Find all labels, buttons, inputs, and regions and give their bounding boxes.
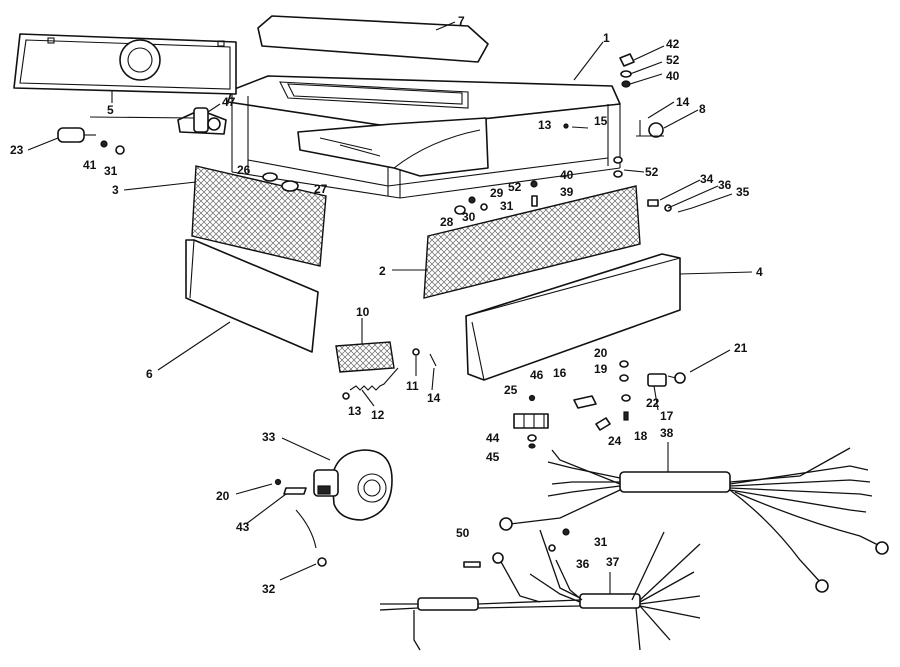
callout-52-right: 52	[645, 165, 659, 179]
callout-36-low: 36	[576, 557, 590, 571]
callout-10: 10	[356, 305, 370, 319]
callout-42: 42	[666, 37, 680, 51]
leader-lines	[27, 21, 753, 594]
bracket-part-47	[89, 107, 227, 135]
right-column-hardware	[563, 53, 693, 213]
callout-11: 11	[406, 379, 419, 393]
wiring-harness-part-37	[379, 528, 701, 651]
callout-16: 16	[553, 366, 567, 380]
callout-52-top: 52	[666, 53, 680, 67]
grille-part-10	[335, 341, 437, 400]
callout-5: 5	[107, 103, 114, 117]
callout-45: 45	[486, 450, 500, 464]
right-cover-part-4	[465, 253, 681, 381]
callout-13-top: 13	[538, 118, 552, 132]
front-panel-part-5	[13, 33, 237, 95]
callout-12: 12	[371, 408, 385, 422]
callout-15: 15	[594, 114, 608, 128]
callout-24: 24	[608, 434, 622, 448]
callout-14-mid: 14	[427, 391, 441, 405]
callout-14-top: 14	[676, 95, 690, 109]
callout-50: 50	[456, 526, 470, 540]
callout-40-mid: 40	[560, 168, 574, 182]
callout-3: 3	[112, 183, 119, 197]
callout-8: 8	[699, 102, 706, 116]
grommets-and-screws	[262, 172, 538, 215]
callout-27: 27	[314, 182, 328, 196]
callout-31-mid: 31	[500, 199, 514, 213]
callout-41: 41	[83, 158, 97, 172]
callout-35: 35	[736, 185, 750, 199]
blower-motor-part-33	[274, 449, 393, 567]
callout-46: 46	[530, 368, 544, 382]
callout-13-mid: 13	[348, 404, 362, 418]
callout-52-mid: 52	[508, 180, 522, 194]
callout-4: 4	[756, 265, 763, 279]
callout-26: 26	[237, 163, 251, 177]
callout-31-left: 31	[104, 164, 118, 178]
callout-20-right: 20	[594, 346, 608, 360]
callout-2: 2	[379, 264, 386, 278]
callout-17: 17	[660, 409, 674, 423]
callout-43: 43	[236, 520, 250, 534]
callout-21: 21	[734, 341, 748, 355]
lid-part-7	[257, 15, 489, 63]
callout-7: 7	[458, 14, 465, 28]
callout-20-left: 20	[216, 489, 230, 503]
callout-25: 25	[504, 383, 518, 397]
callout-36-top: 36	[718, 178, 732, 192]
callout-1: 1	[603, 31, 610, 45]
callout-18: 18	[634, 429, 648, 443]
switch-and-terminal-parts	[513, 360, 686, 449]
housing-frame-part-1	[227, 75, 621, 199]
right-screen-part-2	[423, 185, 641, 299]
callout-44: 44	[486, 431, 500, 445]
callout-6: 6	[146, 367, 153, 381]
callout-32: 32	[262, 582, 276, 596]
callout-28: 28	[440, 215, 454, 229]
callout-19: 19	[594, 362, 608, 376]
callout-22: 22	[646, 396, 660, 410]
callout-labels: 1 7 5 47 23 41 31 3 26 27 2 4 6 28 29 30…	[10, 14, 763, 596]
callout-39: 39	[560, 185, 574, 199]
callout-47: 47	[222, 95, 236, 109]
callout-30: 30	[462, 210, 476, 224]
callout-23: 23	[10, 143, 24, 157]
callout-33: 33	[262, 430, 276, 444]
callout-37: 37	[606, 555, 620, 569]
callout-31-low: 31	[594, 535, 608, 549]
callout-40-top: 40	[666, 69, 680, 83]
wiring-harness-part-38	[499, 447, 889, 593]
capacitor-part-23	[57, 127, 125, 155]
callout-34: 34	[700, 172, 714, 186]
callout-29: 29	[490, 186, 504, 200]
callout-38: 38	[660, 426, 674, 440]
left-cover-part-6	[185, 239, 319, 353]
